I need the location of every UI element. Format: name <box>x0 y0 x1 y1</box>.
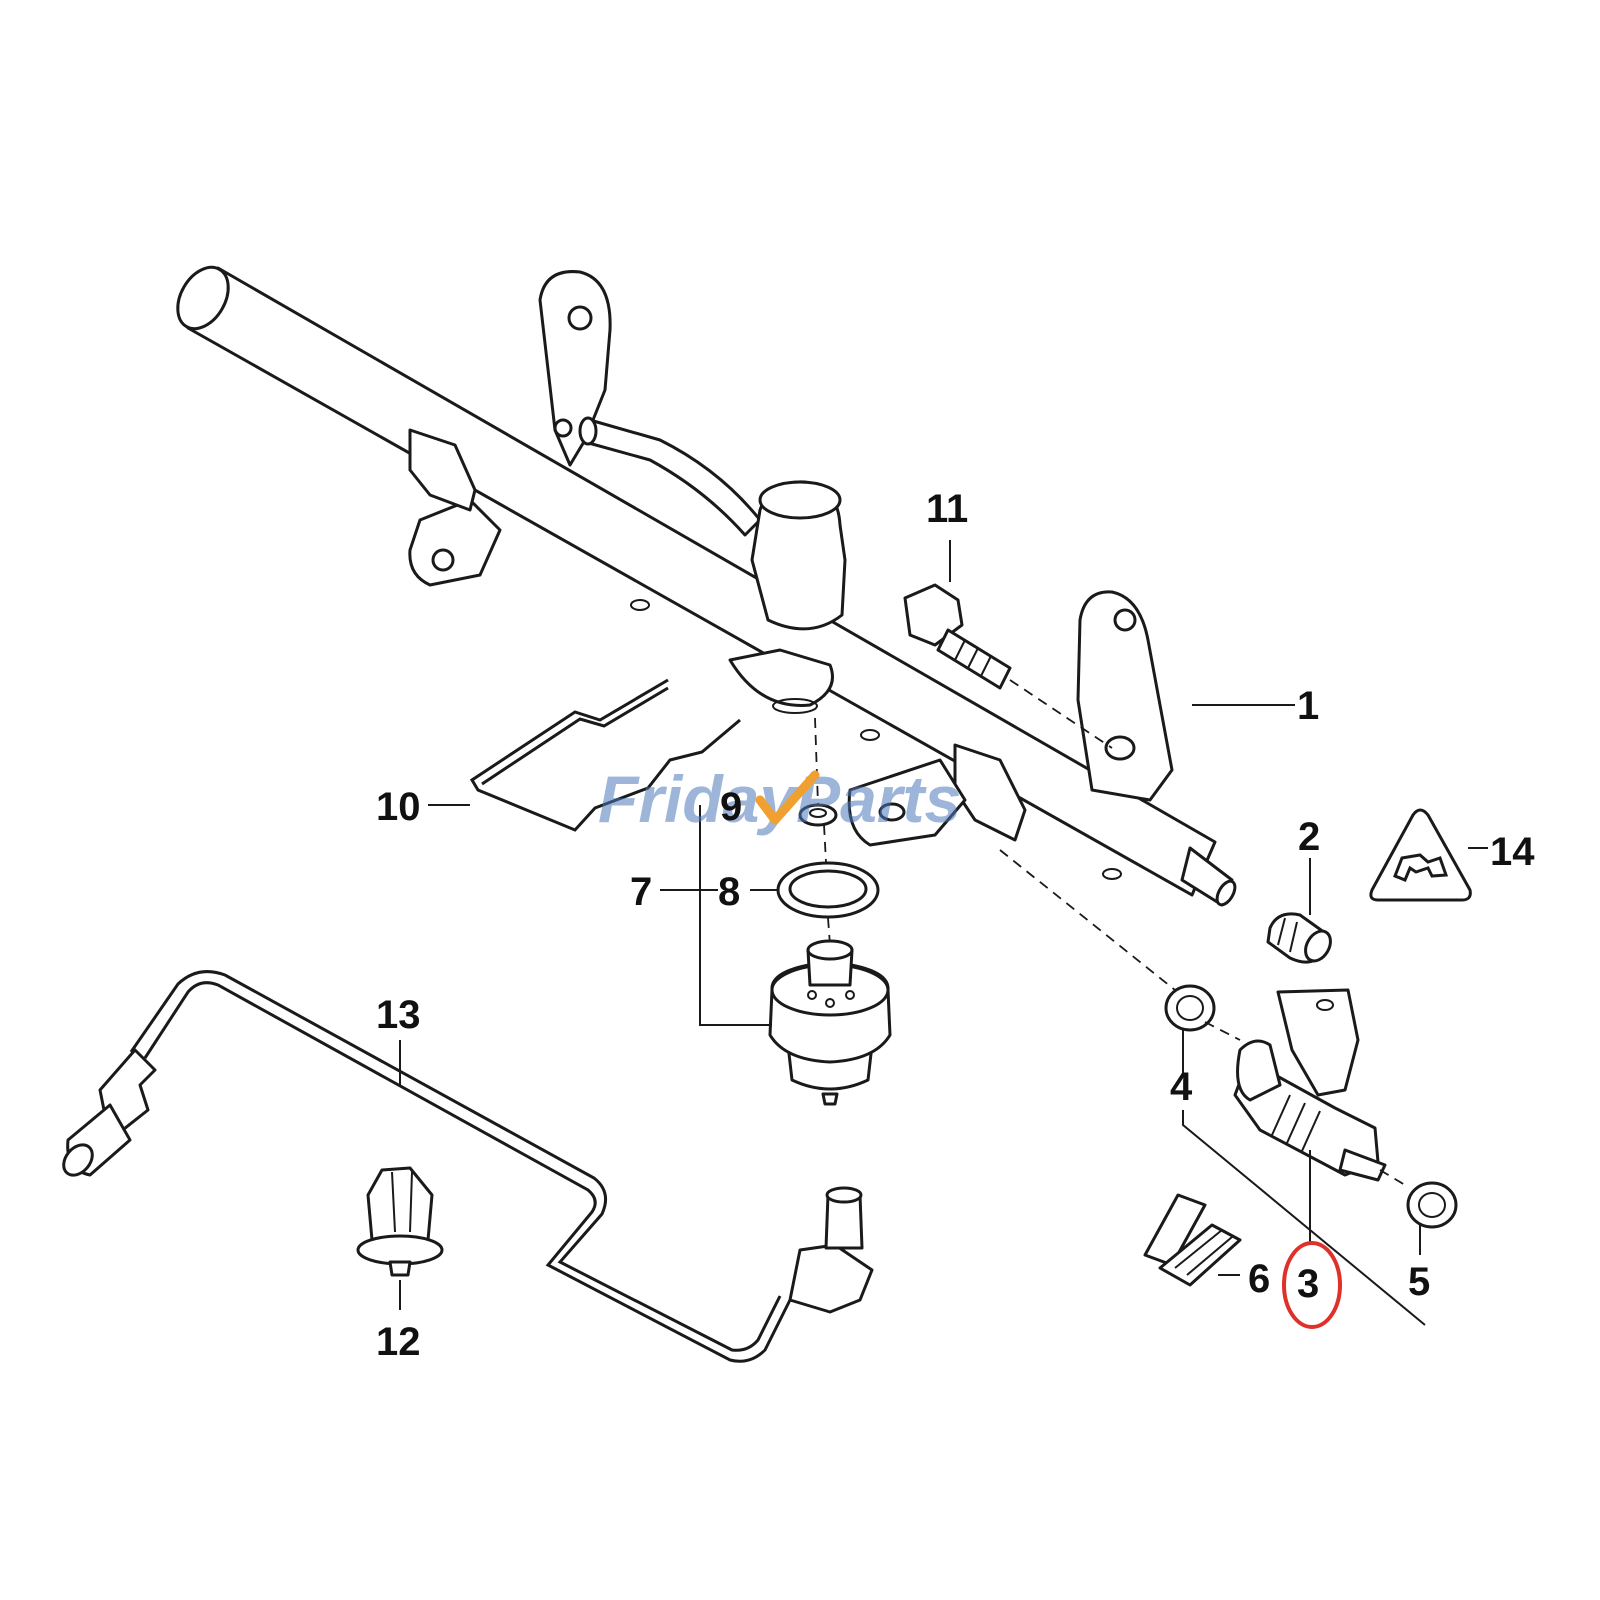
bolt-part <box>903 583 1012 690</box>
lower-injector-seal-part <box>1406 1181 1458 1229</box>
callout-label-8: 8 <box>718 870 740 914</box>
callout-label-6: 6 <box>1248 1257 1270 1301</box>
callout-labels: 1 2 3 4 5 6 7 8 9 10 11 12 13 14 <box>376 487 1535 1364</box>
callout-label-11: 11 <box>926 487 968 531</box>
callout-label-13: 13 <box>376 993 421 1037</box>
callout-label-9: 9 <box>720 785 742 829</box>
vacuum-line-part <box>62 970 874 1363</box>
callout-label-3: 3 <box>1297 1262 1319 1306</box>
callout-label-14: 14 <box>1490 830 1535 874</box>
callout-label-5: 5 <box>1408 1260 1430 1304</box>
warning-label-part <box>1369 808 1472 902</box>
injector-clip-part <box>1143 1193 1242 1287</box>
leader-lines <box>399 540 1488 1326</box>
highlight-circle <box>1282 1241 1342 1329</box>
push-clip-part <box>356 1166 444 1277</box>
pressure-regulator-part <box>768 939 892 1106</box>
callout-label-12: 12 <box>376 1320 421 1364</box>
callout-label-10: 10 <box>376 785 421 829</box>
watermark: FridayParts <box>598 762 961 836</box>
watermark-check-icon <box>755 770 820 825</box>
callout-label-2: 2 <box>1298 815 1320 859</box>
upper-injector-seal-part <box>1164 984 1216 1032</box>
callout-label-7: 7 <box>630 870 652 914</box>
o-ring-part <box>776 861 880 919</box>
fuel-rail-part <box>176 265 1237 907</box>
callout-label-1: 1 <box>1297 684 1319 728</box>
fuel-injector-part <box>1233 988 1387 1182</box>
wire-clip-part <box>469 678 741 832</box>
callout-label-4: 4 <box>1170 1065 1193 1109</box>
cap-part <box>1266 912 1332 964</box>
watermark-text: FridayParts <box>598 762 961 836</box>
